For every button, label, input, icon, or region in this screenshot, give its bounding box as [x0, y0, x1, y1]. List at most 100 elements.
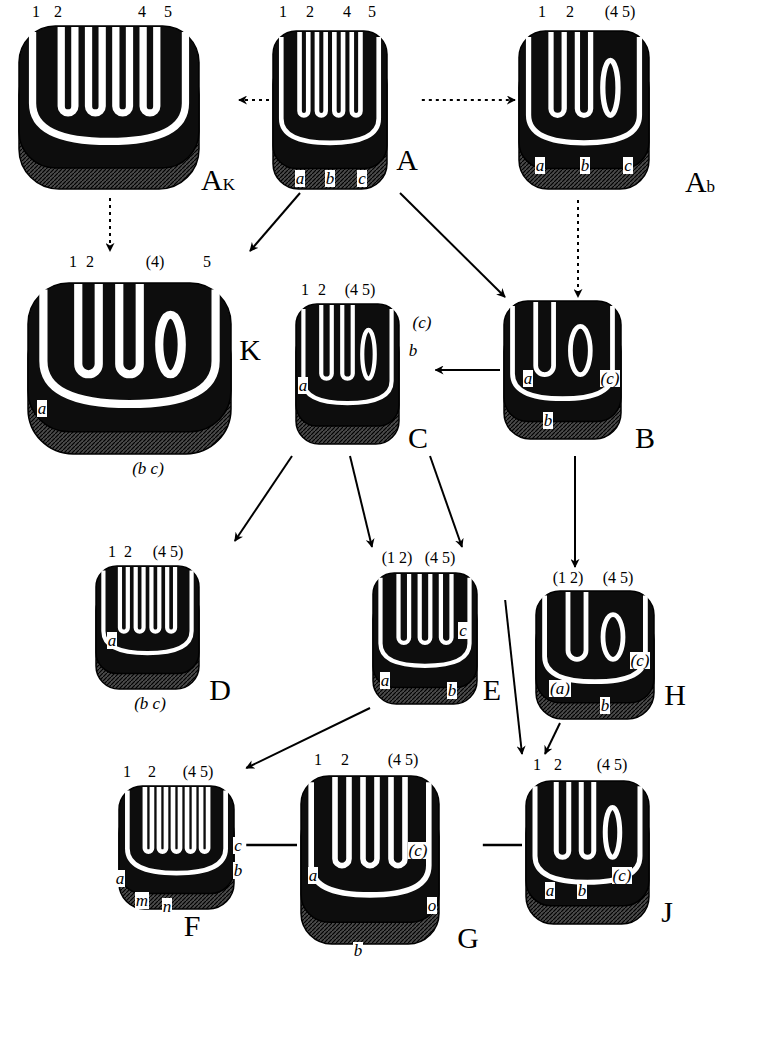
- figure-letter: H: [663, 680, 687, 710]
- fold-letter: a: [308, 867, 319, 884]
- enamel-fold: [391, 777, 405, 866]
- enamel-fold: [420, 574, 431, 643]
- figure-letter: J: [660, 897, 674, 927]
- fold-letter: a: [545, 882, 556, 899]
- cusp-number: (4 5): [424, 550, 457, 566]
- fold-letter: a: [107, 632, 118, 649]
- fold-letter: a: [535, 157, 546, 174]
- fold-letter: c: [458, 622, 468, 639]
- figure-letter: F: [183, 911, 202, 941]
- crown-surface: [373, 573, 477, 687]
- cusp-number: 2: [123, 544, 133, 560]
- enamel-rim: [33, 32, 186, 141]
- figure-letter: E: [482, 675, 502, 705]
- fold-letter: b: [325, 170, 336, 187]
- enamel-fold: [116, 27, 130, 113]
- enamel-fold: [151, 567, 159, 632]
- crown-surface: [504, 301, 621, 421]
- cusp-number: 1: [68, 254, 78, 270]
- fold-letter: (c): [408, 842, 429, 859]
- derivation-arrow: [435, 369, 500, 371]
- derivation-arrow: [400, 193, 505, 297]
- enamel-fold: [173, 787, 180, 852]
- cusp-number: (1 2): [552, 570, 585, 586]
- fold-letter: (c): [412, 314, 433, 331]
- molar-crown: D12(4 5)a(b c): [92, 541, 235, 715]
- cusp-number: 2: [317, 282, 327, 298]
- fold-letter: a: [523, 370, 534, 387]
- molar-crown-drawing: [18, 25, 200, 190]
- derivation-arrow: [574, 456, 576, 567]
- enamel-rim: [513, 306, 613, 399]
- fold-letter: a: [37, 400, 48, 417]
- crown-surface: [296, 304, 399, 426]
- fold-letter: n: [162, 898, 173, 915]
- derivation-arrow: [505, 600, 522, 754]
- molar-crown-drawing: [27, 282, 232, 455]
- enamel-fold: [581, 782, 594, 857]
- enamel-ring: [362, 330, 375, 379]
- cusp-number: (4 5): [182, 764, 215, 780]
- fold-letter: c: [357, 170, 367, 187]
- crown-surface: [526, 781, 649, 906]
- enamel-rim: [43, 289, 215, 404]
- crown-surface: [301, 776, 439, 922]
- cusp-number: 4: [342, 4, 352, 20]
- enamel-fold: [334, 32, 343, 115]
- derivation-arrow: [422, 99, 515, 101]
- enamel-fold: [120, 567, 128, 632]
- enamel-fold: [321, 305, 332, 379]
- cusp-number: (4 5): [596, 757, 629, 773]
- enamel-fold: [568, 592, 586, 659]
- fold-letter: a: [115, 870, 126, 887]
- cusp-number: (4 5): [602, 570, 635, 586]
- enamel-fold: [300, 32, 309, 115]
- enamel-fold: [89, 27, 103, 113]
- enamel-rim: [103, 570, 191, 653]
- cusp-number: 2: [565, 4, 575, 20]
- fold-letter: a: [298, 377, 309, 394]
- enamel-fold: [119, 284, 140, 374]
- enamel-ring: [603, 615, 623, 660]
- fold-letter: a: [295, 170, 306, 187]
- cusp-number: (4 5): [152, 544, 185, 560]
- enamel-fold: [342, 305, 353, 379]
- fold-letter: b: [600, 697, 611, 714]
- cusp-number: 2: [147, 764, 157, 780]
- fold-letter: m: [135, 892, 149, 909]
- enamel-fold: [441, 574, 452, 643]
- enamel-rim: [380, 578, 469, 666]
- cusp-number: 1: [31, 4, 41, 20]
- crown-surface: [273, 31, 387, 169]
- cusp-number: (4 5): [344, 282, 377, 298]
- fold-letter: (c): [612, 867, 633, 884]
- cusp-number: 2: [553, 757, 563, 773]
- enamel-fold: [143, 27, 157, 113]
- derivation-arrow: [350, 456, 372, 547]
- molar-crown: G12(4 5)abo(c): [297, 749, 483, 962]
- enamel-ring: [159, 315, 182, 375]
- derivation-arrow: [109, 198, 111, 251]
- derivation-arrow: [235, 456, 292, 541]
- cusp-number: 1: [313, 752, 323, 768]
- figure-letter: G: [456, 923, 480, 953]
- derivation-arrow: [239, 99, 269, 101]
- cusp-number: 2: [53, 4, 63, 20]
- cusp-number: 1: [278, 4, 288, 20]
- enamel-fold: [201, 787, 208, 852]
- crown-surface: [28, 283, 231, 432]
- cusp-number: 5: [367, 4, 377, 20]
- fold-letter: b: [353, 942, 364, 959]
- enamel-fold: [136, 567, 144, 632]
- cusp-number: 1: [532, 757, 542, 773]
- cusp-number: 5: [202, 254, 212, 270]
- molar-crown: E(1 2)(4 5)abc: [369, 547, 505, 708]
- enamel-rim: [311, 782, 429, 895]
- molar-crown-drawing: [295, 303, 400, 445]
- fold-letter: (c): [600, 370, 621, 387]
- enamel-fold: [317, 32, 326, 115]
- enamel-fold: [556, 782, 569, 857]
- molar-crown: K12(4)5a(b c): [24, 251, 265, 480]
- cusp-number: 4: [137, 4, 147, 20]
